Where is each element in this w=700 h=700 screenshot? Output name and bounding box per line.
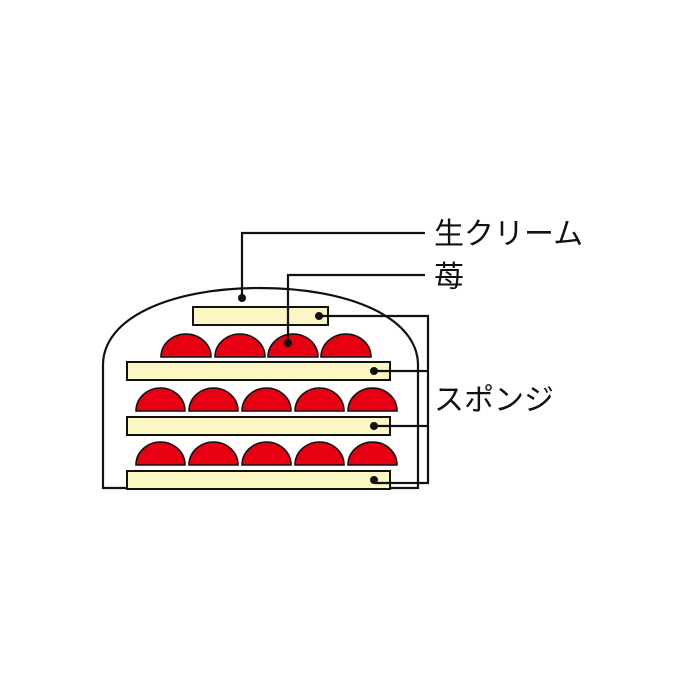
sponge-leader-dot-2	[370, 422, 378, 430]
sponge-leader-dot-1	[370, 367, 378, 375]
label-strawberry: 苺	[434, 260, 464, 295]
strawberry-half	[160, 333, 212, 358]
sponge-layer-1	[126, 361, 391, 381]
sponge-layer-3	[126, 470, 391, 490]
strawberry-half	[294, 441, 345, 466]
strawberry-half	[188, 387, 239, 412]
strawberry-leader-line	[286, 273, 425, 343]
cream-leader-line	[240, 231, 425, 297]
strawberry-half	[347, 441, 398, 466]
strawberry-half	[267, 333, 319, 358]
strawberry-half	[241, 441, 292, 466]
strawberry-half	[135, 441, 186, 466]
strawberry-half	[188, 441, 239, 466]
label-sponge: スポンジ	[434, 383, 554, 418]
strawberry-half	[294, 387, 345, 412]
sponge-leader-dot-3	[370, 476, 378, 484]
sponge-leader-bracket	[320, 314, 430, 485]
label-cream: 生クリーム	[434, 217, 583, 252]
strawberry-half	[347, 387, 398, 412]
sponge-layer-2	[126, 416, 391, 436]
strawberry-half	[214, 333, 266, 358]
strawberry-half	[241, 387, 292, 412]
strawberry-half	[320, 333, 372, 358]
sponge-layer-top	[192, 306, 329, 326]
strawberry-leader-dot	[284, 339, 292, 347]
sponge-leader-dot-top	[315, 312, 323, 320]
strawberry-half	[135, 387, 186, 412]
cream-leader-dot	[238, 294, 246, 302]
